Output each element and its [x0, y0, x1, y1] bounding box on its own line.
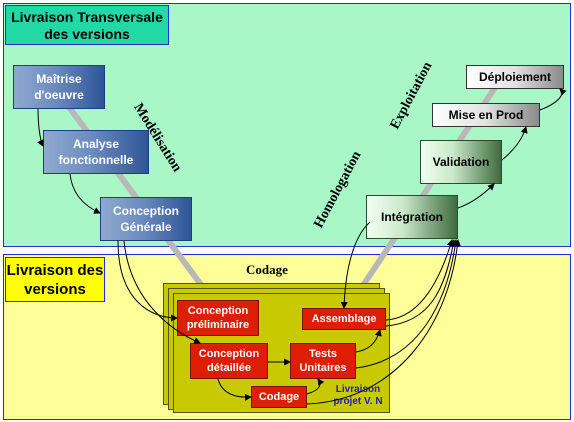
task-codage[interactable]: Codage [251, 386, 307, 408]
node-analyse-fonctionnelle[interactable]: Analyse fonctionnelle [43, 130, 149, 174]
node-validation[interactable]: Validation [420, 140, 502, 184]
node-deploiement[interactable]: Déploiement [466, 65, 564, 89]
title-livraison-versions: Livraison des versions [5, 257, 105, 302]
task-tests-unitaires[interactable]: Tests Unitaires [290, 343, 356, 379]
task-conception-detaillee[interactable]: Conception détaillée [190, 343, 268, 379]
node-conception-generale[interactable]: Conception Générale [100, 197, 192, 241]
node-integration[interactable]: Intégration [366, 195, 458, 239]
node-maitrise-oeuvre[interactable]: Maîtrise d'oeuvre [13, 65, 105, 109]
task-conception-preliminaire[interactable]: Conception préliminaire [177, 300, 259, 336]
label-codage: Codage [246, 262, 288, 277]
title-livraison-transversale: Livraison Transversale des versions [5, 5, 169, 45]
label-livraison-projet: Livraison projet V. N [333, 384, 383, 407]
node-mise-en-prod[interactable]: Mise en Prod [432, 103, 540, 127]
